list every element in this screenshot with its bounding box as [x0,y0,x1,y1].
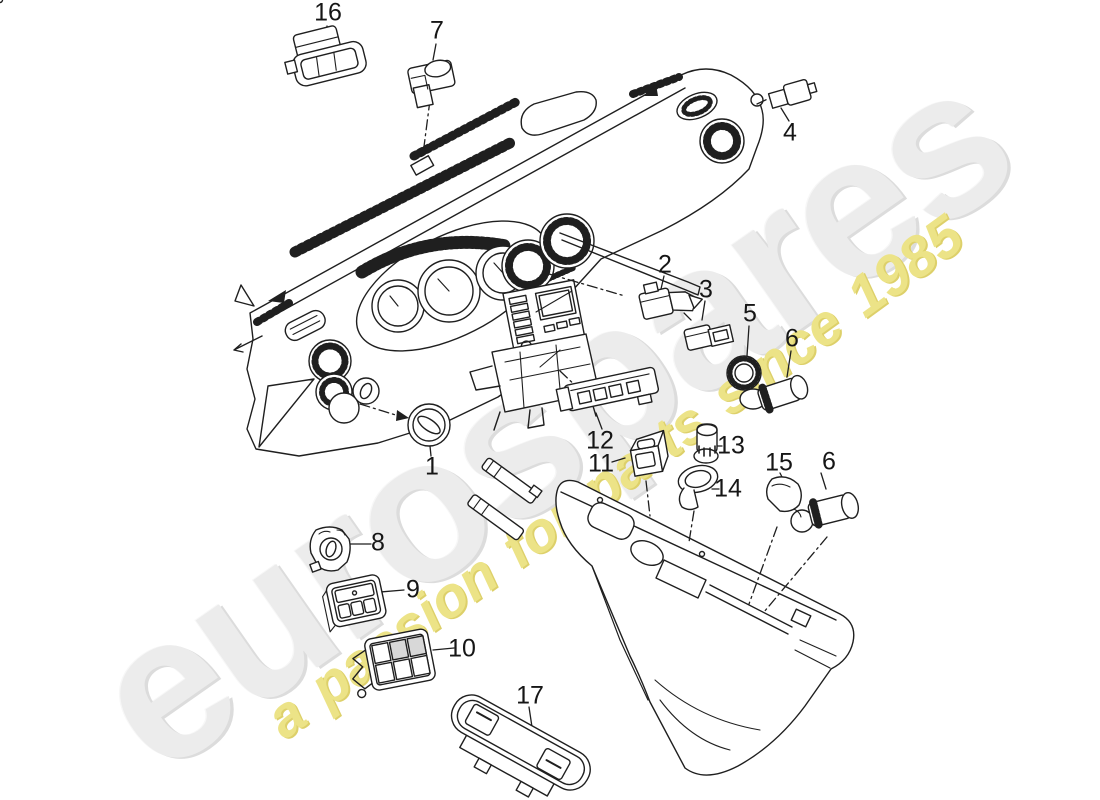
part-label-6: 6 [785,324,799,353]
part-label-2: 2 [658,250,672,279]
part-16-drawing [284,25,367,87]
part-label-15: 15 [765,448,793,477]
part-label-6b: 6 [822,447,836,476]
part-5-drawing [726,355,767,410]
part-11-drawing [629,429,669,477]
assembly-lines [359,96,828,613]
part-label-8: 8 [371,528,385,557]
part-3-drawing [683,324,735,351]
part-label-12: 12 [586,426,614,455]
part-13-drawing [693,423,719,464]
part-8-drawing [309,526,351,573]
part-label-16: 16 [314,0,342,27]
part-label-7: 7 [430,16,444,45]
part-label-5: 5 [743,299,757,328]
part-6-drawing [757,374,809,414]
part-12-drawing [555,366,660,412]
bracket-drawing [467,457,543,541]
part-9-drawing [322,574,387,633]
part-14-drawing [677,464,719,511]
part-label-4: 4 [783,118,797,147]
part-label-1: 1 [425,452,439,481]
part-6b-drawing [807,492,860,530]
part-4-drawing [767,78,818,109]
part-label-13: 13 [717,431,745,460]
part-label-14: 14 [714,474,742,503]
part-17-drawing [450,694,591,798]
part-2-drawing [638,281,703,320]
part-label-11: 11 [588,449,614,478]
center-console-drawing [0,0,855,776]
part-label-3: 3 [699,275,713,304]
part-label-9: 9 [406,575,420,604]
part-15-drawing [765,476,814,533]
dashboard-drawing [233,68,764,457]
part-7-drawing [407,59,456,109]
part-label-10: 10 [448,634,476,663]
part-1-drawing [407,403,451,447]
part-10-drawing [352,628,436,699]
part-label-17: 17 [516,681,544,710]
